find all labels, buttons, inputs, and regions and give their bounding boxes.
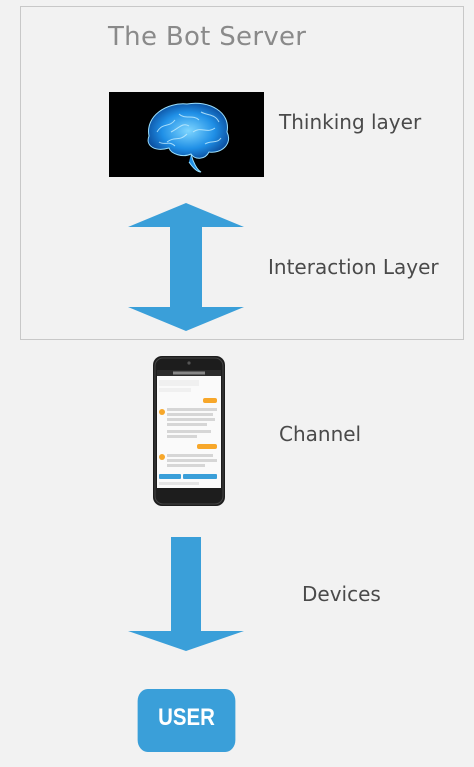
interaction-layer-label: Interaction Layer <box>268 255 439 279</box>
thinking-layer-label: Thinking layer <box>279 110 422 134</box>
bot-server-box <box>20 6 464 340</box>
bidirectional-arrow-icon <box>128 203 244 331</box>
brain-icon <box>147 102 229 173</box>
bot-server-title: The Bot Server <box>108 22 307 52</box>
smartphone-icon <box>153 356 225 506</box>
down-arrow-icon <box>128 537 244 651</box>
devices-label: Devices <box>302 582 381 606</box>
brain-image <box>109 92 264 177</box>
phone-image <box>153 356 225 506</box>
user-button[interactable]: USER <box>137 689 236 752</box>
channel-label: Channel <box>279 422 362 446</box>
